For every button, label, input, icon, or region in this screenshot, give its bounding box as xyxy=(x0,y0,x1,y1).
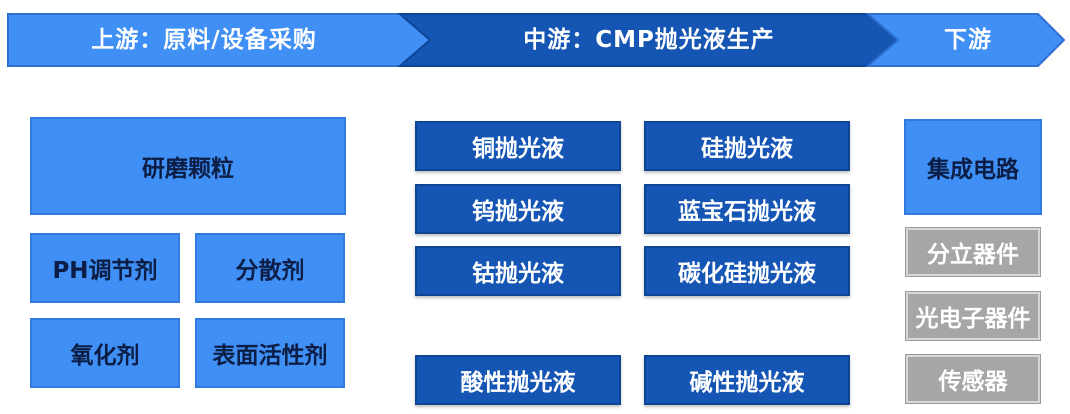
discrete-devices-box: 分立器件 xyxy=(906,228,1040,276)
acidic-slurry-box: 酸性抛光液 xyxy=(415,355,621,405)
dispersant-box: 分散剂 xyxy=(195,233,345,303)
sapphire-slurry-box: 蓝宝石抛光液 xyxy=(644,184,850,234)
integrated-circuit-box: 集成电路 xyxy=(904,119,1042,215)
downstream-stage-label: 下游 xyxy=(944,27,992,53)
value-chain-banner: 上游：原料/设备采购 中游：CMP抛光液生产 下游 xyxy=(0,0,1070,80)
downstream-arrow-shape xyxy=(865,13,1066,67)
oxidizer-box: 氧化剂 xyxy=(30,318,180,388)
upstream-stage-label: 上游：原料/设备采购 xyxy=(91,27,317,53)
ph-regulator-box: PH调节剂 xyxy=(30,233,180,303)
sensor-box: 传感器 xyxy=(906,355,1040,403)
silicon-carbide-slurry-box: 碳化硅抛光液 xyxy=(644,246,850,296)
silicon-slurry-box: 硅抛光液 xyxy=(644,121,850,171)
copper-slurry-box: 铜抛光液 xyxy=(415,121,621,171)
tungsten-slurry-box: 钨抛光液 xyxy=(415,184,621,234)
cobalt-slurry-box: 钴抛光液 xyxy=(415,246,621,296)
banner-arrows xyxy=(7,13,1066,67)
abrasive-particles-box: 研磨颗粒 xyxy=(30,117,346,215)
midstream-stage-label: 中游：CMP抛光液生产 xyxy=(523,27,775,53)
alkaline-slurry-box: 碱性抛光液 xyxy=(644,355,850,405)
surfactant-box: 表面活性剂 xyxy=(195,318,345,388)
optoelectronic-devices-box: 光电子器件 xyxy=(906,292,1040,340)
